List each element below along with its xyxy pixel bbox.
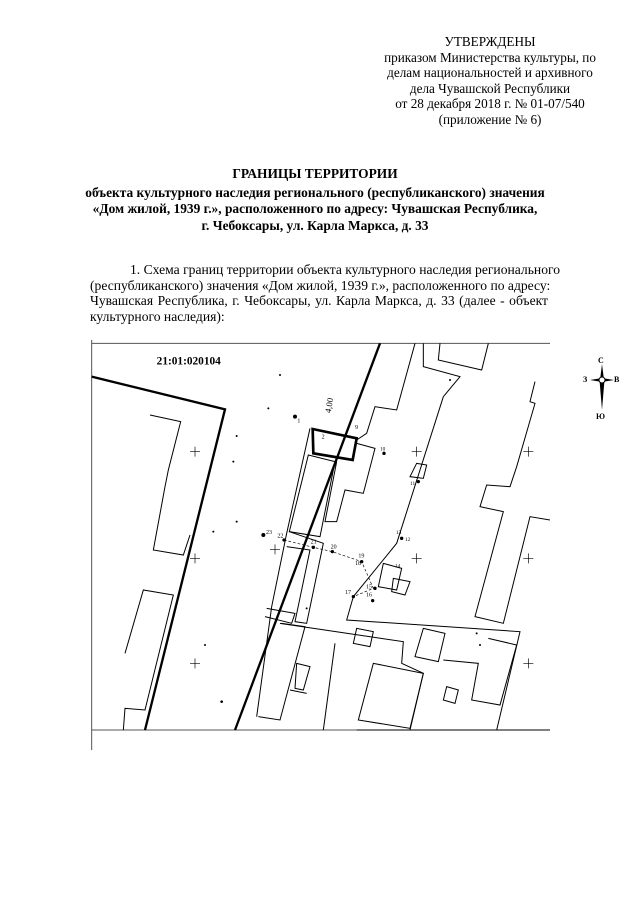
boundary-map: 21:01:020104 4,00 1 2 9 10 11 12 13 14 1…	[91, 340, 550, 750]
title-line: г. Чебоксары, ул. Карла Маркса, д. 33	[201, 217, 429, 233]
boundary-line	[283, 539, 374, 597]
point-label: 17	[345, 590, 351, 596]
survey-points	[204, 374, 481, 703]
point-label: 13	[396, 530, 402, 536]
approval-line: от 28 декабря 2018 г. № 01-07/540	[395, 96, 585, 112]
point-label: 14	[395, 563, 401, 569]
map-frame	[91, 340, 550, 750]
compass-north: С	[598, 356, 604, 365]
compass-west: З	[583, 375, 588, 384]
point-label: 21	[311, 539, 317, 545]
title-line: «Дом жилой, 1939 г.», расположенного по …	[92, 201, 538, 216]
approval-line: делам национальностей и архивного	[387, 65, 593, 81]
cadastral-block-label: 21:01:020104	[157, 355, 222, 367]
point-label: 2	[322, 434, 325, 440]
approval-line: приказом Министерства культуры, по	[384, 49, 596, 65]
compass-south: Ю	[596, 412, 606, 421]
point-label: 11	[410, 481, 415, 487]
point-label: 16	[366, 593, 372, 599]
point-label: 18	[355, 561, 361, 567]
point-label: 1	[297, 419, 300, 425]
compass-rose: С З В Ю	[582, 356, 622, 426]
scheme-paragraph: 1. Схема границ территории объекта культ…	[90, 262, 561, 324]
paragraph-line: 1. Схема границ территории объекта культ…	[130, 262, 561, 277]
compass-east: В	[614, 375, 620, 384]
approval-heading: УТВЕРЖДЕНЫ	[444, 34, 536, 49]
point-label: 10	[380, 447, 386, 453]
approval-line: дела Чувашской Республики	[409, 80, 571, 96]
compass-arrow-icon	[590, 364, 614, 410]
dimension-label: 4,00	[323, 397, 335, 414]
point-label: 12	[405, 537, 411, 543]
point-label: 22	[277, 533, 283, 539]
point-label: 19	[358, 553, 364, 559]
title-heading: ГРАНИЦЫ ТЕРРИТОРИИ	[232, 166, 398, 181]
approval-line: (приложение № 6)	[438, 111, 542, 127]
map-parcels	[91, 342, 550, 731]
point-label: 23	[266, 530, 272, 536]
point-label: 9	[355, 425, 358, 431]
paragraph-line: (республиканского) значения «Дом жилой, …	[90, 277, 551, 293]
title-line: объекта культурного наследия регионально…	[85, 184, 545, 200]
object-boundary	[311, 427, 359, 462]
grid-crosses	[190, 446, 534, 669]
paragraph-line: культурного наследия):	[90, 308, 225, 324]
paragraph-line: Чувашская Республика, г. Чебоксары, ул. …	[90, 293, 548, 308]
approval-block: УТВЕРЖДЕНЫ приказом Министерства культур…	[360, 34, 620, 128]
point-label: 20	[331, 544, 337, 550]
point-label: 15	[366, 584, 372, 590]
document-title: ГРАНИЦЫ ТЕРРИТОРИИ объекта культурного н…	[80, 166, 550, 234]
